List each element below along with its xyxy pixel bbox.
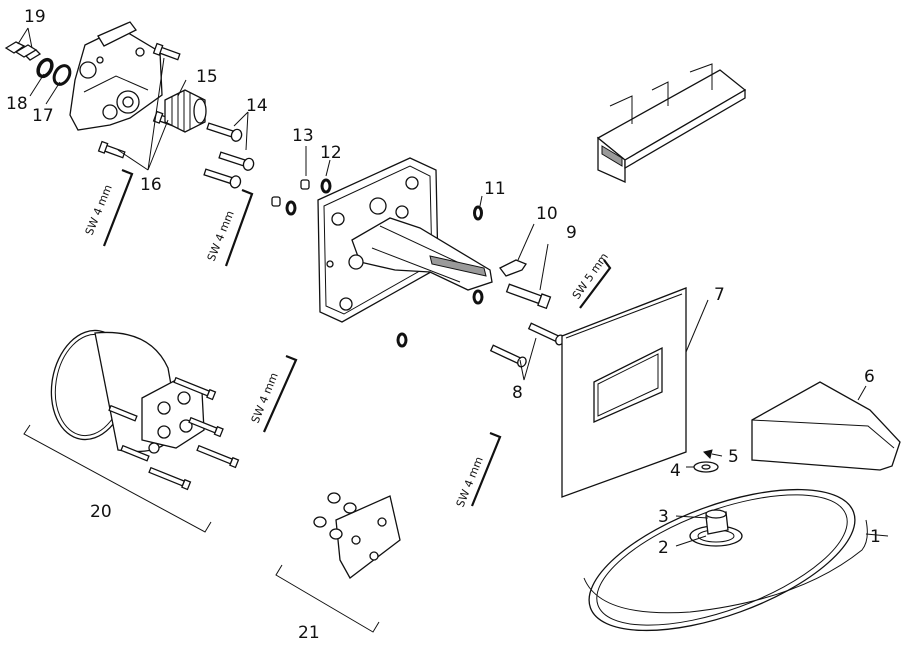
shower-arm [348, 205, 493, 291]
label-10: 10 [536, 204, 558, 224]
label-14: 14 [246, 96, 268, 116]
label-11: 11 [484, 179, 506, 199]
label-16: 16 [140, 175, 162, 195]
label-13: 13 [292, 126, 314, 146]
label-15: 15 [196, 67, 218, 87]
label-5: 5 [728, 447, 739, 467]
leader-lines [17, 27, 889, 547]
allen-key-2 [224, 188, 254, 267]
part-18-oring [36, 57, 54, 79]
label-6: 6 [864, 367, 875, 387]
label-2: 2 [658, 538, 669, 558]
tool-label-2: SW 4 mm [205, 209, 237, 263]
part-11-oring [396, 205, 484, 348]
part-5-screw [703, 449, 713, 459]
part-2-base [689, 525, 743, 547]
label-1: 1 [870, 527, 881, 547]
allen-key-4 [470, 431, 502, 507]
label-17: 17 [32, 106, 54, 126]
allen-key-5 [579, 259, 612, 309]
part-20-screws [108, 376, 240, 491]
part-20-bracket-line [23, 424, 212, 533]
label-21: 21 [298, 623, 320, 643]
allen-key-1 [102, 168, 134, 247]
wall-bracket [596, 63, 747, 184]
part-12-oring [285, 178, 332, 216]
allen-key-3 [262, 354, 298, 433]
part-10-clip [499, 259, 527, 277]
label-8: 8 [512, 383, 523, 403]
part-4-washer [693, 461, 719, 473]
label-7: 7 [714, 285, 725, 305]
part-8-screws [489, 322, 565, 368]
label-19: 19 [24, 7, 46, 27]
label-20: 20 [90, 502, 112, 522]
tool-label-3: SW 4 mm [249, 371, 281, 425]
part-21-caps [313, 492, 357, 540]
part-20-box [50, 329, 205, 454]
part-7-cover-plate [561, 287, 687, 498]
label-3: 3 [658, 507, 669, 527]
part-17-oring [52, 64, 72, 86]
part-14-screws [203, 122, 255, 189]
label-12: 12 [320, 143, 342, 163]
part-9-screw [505, 283, 552, 310]
part-15-connector [164, 89, 207, 133]
part-16-valve-body [69, 21, 163, 131]
part-19-fittings [4, 41, 42, 61]
label-9: 9 [566, 223, 577, 243]
label-18: 18 [6, 94, 28, 114]
part-3-fitting [705, 509, 729, 535]
part-1-shower-head [583, 488, 868, 632]
part-21-plate [335, 495, 401, 579]
label-4: 4 [670, 461, 681, 481]
part-13-seal [271, 179, 310, 207]
part-6-wedge [751, 381, 901, 471]
part-21-bracket-line [275, 564, 380, 633]
